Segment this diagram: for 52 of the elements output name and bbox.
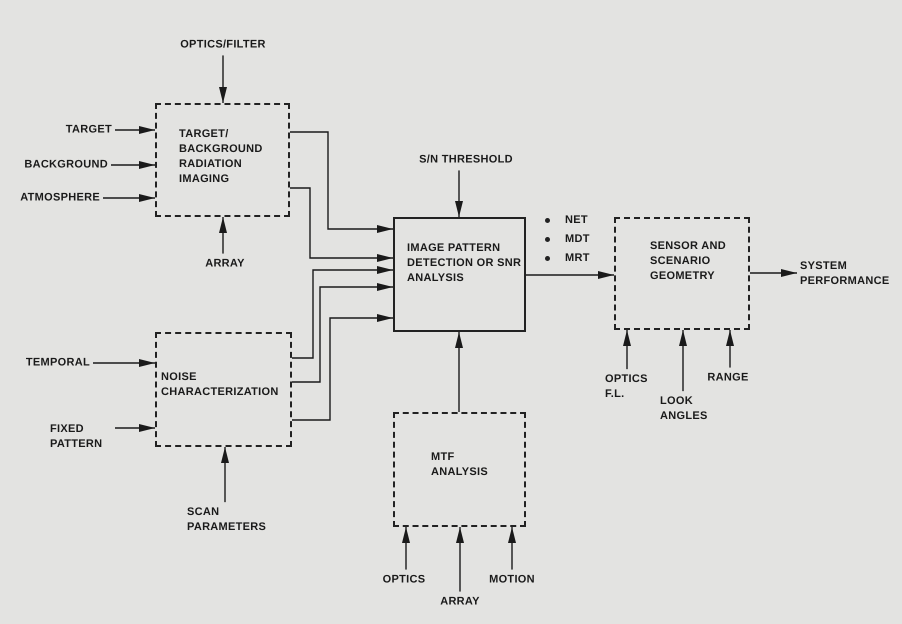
arrow bbox=[221, 447, 229, 502]
arrow bbox=[455, 332, 463, 412]
arrow bbox=[219, 217, 227, 254]
arrow bbox=[623, 330, 631, 370]
process-box bbox=[393, 217, 526, 332]
arrow bbox=[115, 424, 155, 432]
arrow bbox=[115, 126, 155, 134]
metric-label: NET bbox=[565, 213, 588, 228]
input-label: SCAN PARAMETERS bbox=[187, 505, 277, 535]
box-label: TARGET/ BACKGROUND RADIATION IMAGING bbox=[179, 127, 264, 186]
box-label: SENSOR AND SCENARIO GEOMETRY bbox=[650, 239, 727, 284]
dashed-process-box bbox=[155, 103, 290, 217]
dashed-process-box bbox=[393, 412, 526, 527]
input-label: RANGE bbox=[707, 370, 749, 386]
input-label: OPTICS bbox=[382, 572, 426, 588]
arrow bbox=[219, 55, 227, 103]
arrow bbox=[290, 187, 393, 262]
input-label: LOOK ANGLES bbox=[660, 394, 710, 424]
dashed-process-box bbox=[155, 332, 292, 447]
input-label: TEMPORAL bbox=[26, 356, 90, 370]
metric-label: MDT bbox=[565, 232, 590, 246]
input-label: OPTICS F.L. bbox=[605, 372, 655, 402]
arrow bbox=[111, 161, 155, 169]
box-label: MTF ANALYSIS bbox=[431, 450, 490, 480]
input-label: TARGET bbox=[66, 122, 112, 138]
arrow bbox=[679, 330, 687, 392]
input-label: S/N THRESHOLD bbox=[419, 152, 513, 168]
arrow bbox=[456, 527, 464, 592]
arrow bbox=[750, 269, 797, 277]
input-label: MOTION bbox=[489, 572, 535, 588]
input-label: SYSTEM PERFORMANCE bbox=[800, 259, 900, 289]
arrow bbox=[290, 131, 393, 233]
arrow bbox=[508, 527, 516, 570]
input-label: BACKGROUND bbox=[24, 158, 108, 172]
box-label: IMAGE PATTERN DETECTION OR SNR ANALYSIS bbox=[407, 241, 522, 286]
arrow bbox=[93, 359, 155, 367]
arrow bbox=[292, 266, 393, 359]
metric-label: MRT bbox=[565, 251, 590, 266]
arrow bbox=[726, 330, 734, 368]
input-label: FIXED PATTERN bbox=[50, 422, 112, 452]
arrow bbox=[402, 527, 410, 570]
arrow bbox=[292, 314, 393, 421]
input-label: ARRAY bbox=[440, 594, 480, 610]
arrow bbox=[292, 283, 393, 383]
input-label: ATMOSPHERE bbox=[20, 190, 100, 206]
box-label: NOISE CHARACTERIZATION bbox=[161, 370, 280, 400]
input-label: ARRAY bbox=[205, 256, 245, 272]
arrow bbox=[103, 194, 155, 202]
input-label: OPTICS/FILTER bbox=[180, 38, 266, 52]
arrow bbox=[455, 170, 463, 217]
arrow bbox=[526, 271, 614, 279]
dashed-process-box bbox=[614, 217, 750, 330]
